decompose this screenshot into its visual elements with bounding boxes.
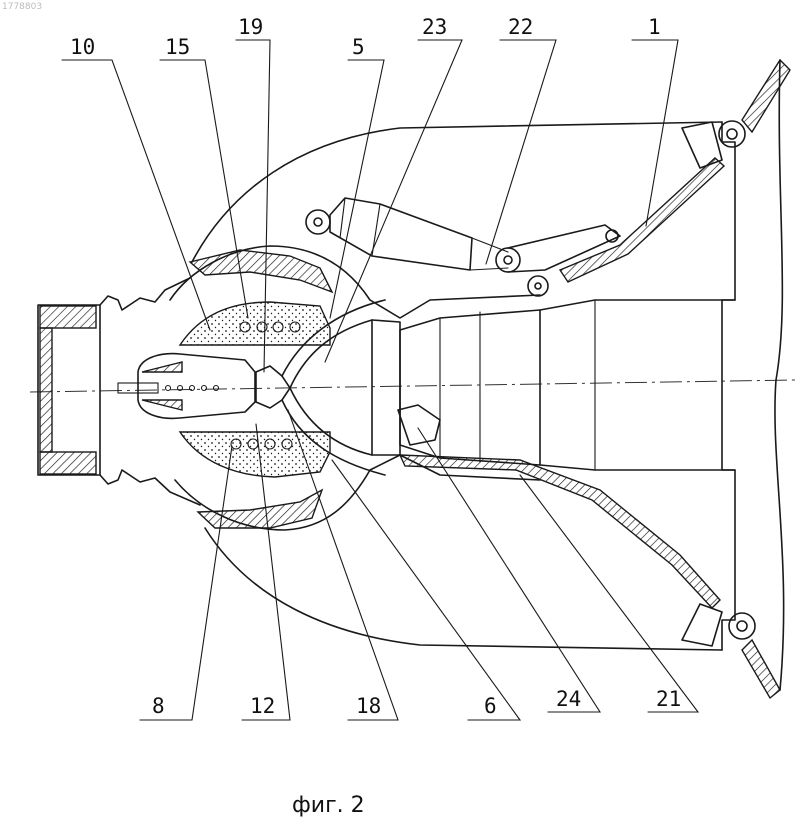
label-21: 21 [656,687,681,711]
upper-shoulder [190,250,332,292]
label-24: 24 [556,687,581,711]
label-19: 19 [238,15,263,39]
nozzle-22 [400,310,540,465]
label-22: 22 [508,15,533,39]
nozzle-extension [540,300,735,470]
lower-hinge [682,604,780,698]
label-15: 15 [165,35,190,59]
label-12: 12 [250,694,275,718]
upper-arm [560,158,724,282]
leader-lines [62,40,698,720]
label-8: 8 [152,694,165,718]
hinge-24 [398,405,440,445]
outer-fairing-contour [192,122,722,650]
label-1: 1 [648,15,661,39]
actuator-cylinder [306,198,620,296]
center-axis-line [30,380,795,392]
lower-duct [400,455,720,608]
injector-body [118,354,255,419]
lower-shoulder [198,490,322,528]
figure-caption: фиг. 2 [292,793,365,818]
right-boundary [775,60,784,690]
nozzle-throat [372,320,400,455]
label-6: 6 [484,694,497,718]
inlet-flange [38,278,200,505]
housing-right-wall [722,122,735,650]
watermark-text: 1778803 [2,2,42,12]
label-23: 23 [422,15,447,39]
label-18: 18 [356,694,381,718]
label-5: 5 [352,35,365,59]
throat-insert [256,366,290,408]
label-10: 10 [70,35,95,59]
lower-packing [180,432,330,477]
upper-hinge [682,60,790,168]
